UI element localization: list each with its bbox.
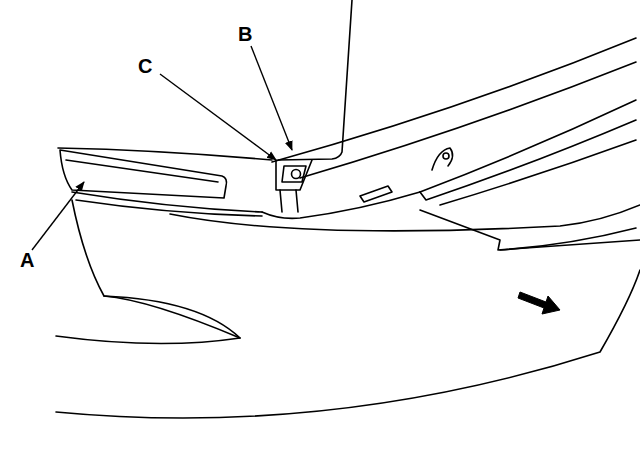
callout-letter: A	[20, 250, 34, 270]
callout-letter: B	[238, 24, 252, 44]
callout-letter: C	[138, 56, 152, 76]
